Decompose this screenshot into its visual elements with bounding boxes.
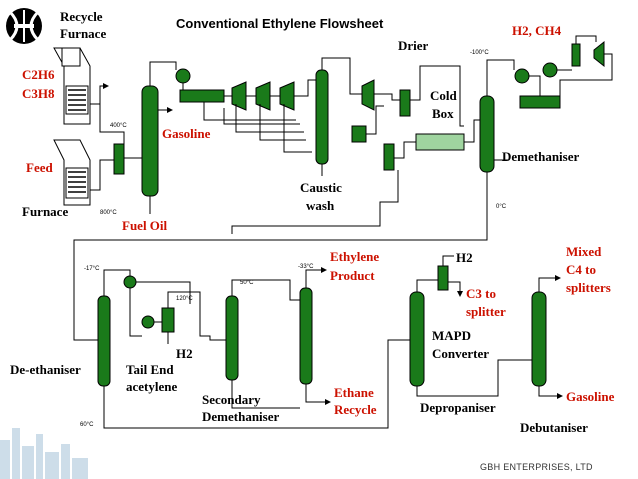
temp-800: 800°C [100,210,117,216]
de-ethaniser-drum [123,275,137,289]
label-drier: Drier [398,38,429,53]
drier-vessel [399,89,411,117]
demethaniser-reflux [519,95,561,109]
h2-drum [542,62,558,78]
label-cold: Cold [430,88,458,103]
label-ethane: Ethane [334,385,374,400]
skyline-graphic [0,428,88,479]
label-c3-to: C3 to [466,286,496,301]
temp-400: 400°C [110,123,127,129]
label-h2-ch4: H2, CH4 [512,23,562,38]
caustic-wash-column [315,69,329,165]
label-c3h8: C3H8 [22,86,55,101]
compressor-stage-1 [231,81,247,111]
compressor-stage-4 [361,79,375,111]
depropaniser-column [409,291,425,387]
label-mixed-splitters: splitters [566,280,611,295]
demethaniser-column [479,95,495,173]
debutaniser-column [531,291,547,387]
de-ethaniser-column [97,295,111,387]
label-c2h6: C2H6 [22,67,55,82]
label-ethylene-product: Product [330,268,375,283]
label-gasoline: Gasoline [162,126,211,141]
label-ethane-recycle: Recycle [334,402,377,417]
label-feed: Feed [26,160,53,175]
label-caustic-wash: wash [306,198,335,213]
demethaniser-drum [514,68,530,84]
label-caustic: Caustic [300,180,342,195]
feed-furnace [53,139,91,206]
h2-separator [571,43,581,67]
footer-company: GBH ENTERPRISES, LTD [480,462,593,472]
quench-exchanger [113,143,125,175]
label-furnace: Furnace [22,204,68,219]
drier-vessel-2 [383,143,395,171]
acetylene-reactor [161,307,175,333]
compressor-stage-3 [279,81,295,111]
label-mapd: MAPD [432,328,471,343]
label-mapd-converter: Converter [432,346,489,361]
acetylene-drum [141,315,155,329]
label-mixed: Mixed [566,244,602,259]
label-secondary-demethaniser: Demethaniser [202,409,279,424]
label-mixed-c4-to: C4 to [566,262,596,277]
company-logo [6,8,42,44]
label-recycle-furnace: Furnace [60,26,106,41]
caustic-drum [351,125,367,143]
label-de-ethaniser: De-ethaniser [10,362,81,377]
temp-minus-17: -17°C [84,266,100,272]
suction-drum [175,68,191,84]
secondary-demethaniser-column [225,295,239,381]
temp-0: 0°C [496,204,507,210]
compressor-stage-2 [255,81,271,111]
cold-box [415,133,465,151]
temp-60: 60°C [80,422,94,428]
label-h2-tail: H2 [176,346,193,361]
temp-minus-100: -100°C [470,50,489,56]
label-fuel-oil: Fuel Oil [122,218,168,233]
quench-tower [179,89,225,103]
recycle-furnace [53,47,91,125]
mapd-reactor [437,265,449,291]
label-h2-mapd: H2 [456,250,473,265]
temp-minus-33: -33°C [298,264,314,270]
label-demethaniser: Demethaniser [502,149,579,164]
label-ethylene: Ethylene [330,249,379,264]
label-c3-splitter: splitter [466,304,506,319]
label-depropaniser: Depropaniser [420,400,496,415]
label-acetylene: acetylene [126,379,177,394]
label-box: Box [432,106,454,121]
label-secondary: Secondary [202,392,261,407]
temp-50: 50°C [240,280,254,286]
diagram-title: Conventional Ethylene Flowsheet [176,16,384,31]
label-tail-end: Tail End [126,362,174,377]
primary-fractionator [141,85,159,197]
label-gasoline-2: Gasoline [566,389,615,404]
expander [593,40,605,68]
label-recycle: Recycle [60,9,103,24]
c2-splitter-column [299,287,313,385]
label-debutaniser: Debutaniser [520,420,588,435]
temp-120: 120°C [176,296,193,302]
